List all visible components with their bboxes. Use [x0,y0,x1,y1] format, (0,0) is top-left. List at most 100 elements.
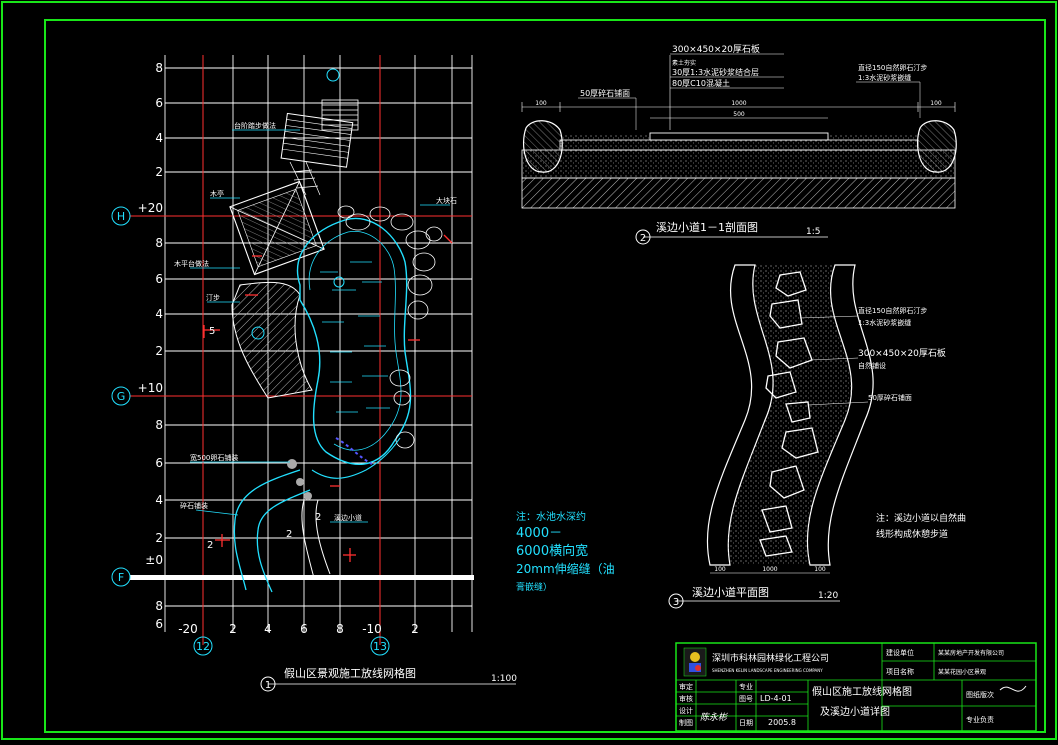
drawing-date: 2005.8 [768,718,796,727]
col-label: 8 [336,622,344,636]
svg-text:审核: 审核 [679,694,693,703]
row-label: 2 [155,344,163,358]
callout-rock: 大块石 [436,196,457,205]
trail-plan-detail: 直径150自然卵石汀步 1:3水泥砂浆嵌缝 300×450×20厚石板 自然铺设… [668,264,966,609]
section-title: 溪边小道1－1剖面图 [656,220,758,234]
svg-text:制图: 制图 [679,718,693,727]
svg-text:1: 1 [265,680,271,691]
stair-down [289,161,321,196]
stream-edge-1 [233,469,301,591]
svg-text:SHENZHEN KELIN LANDSCAPE ENGIN: SHENZHEN KELIN LANDSCAPE ENGINEERING COM… [712,668,823,673]
row-label: 6 [155,617,163,631]
col-label: 2 [411,622,419,636]
svg-text:专业负责: 专业负责 [966,715,994,724]
callout-trail: 溪边小道 [334,513,362,522]
row-label: +10 [138,381,163,395]
title-block: 深圳市科林园林绿化工程公司 SHENZHEN KELIN LANDSCAPE E… [675,642,1037,732]
svg-text:专业: 专业 [739,682,753,691]
svg-text:2: 2 [640,233,646,244]
grid-ref-f: F [111,567,131,587]
drawing-title-2: 及溪边小道详图 [820,705,890,718]
svg-text:直径150自然卵石汀步: 直径150自然卵石汀步 [858,306,927,315]
stepping-stones [287,459,312,500]
grid-ref-h: H [111,206,131,226]
stream-edge-2 [256,489,311,593]
row-label: 8 [155,61,163,75]
grid-ref-g: G [111,386,131,406]
svg-text:80厚C10混凝土: 80厚C10混凝土 [672,78,730,88]
col-label: 2 [229,622,237,636]
row-label: 8 [155,418,163,432]
stair-steps [321,99,359,131]
row-label: ±0 [145,553,163,567]
svg-text:素土夯实: 素土夯实 [672,59,696,67]
svg-text:6000横向宽: 6000横向宽 [516,543,588,559]
company-name: 深圳市科林园林绿化工程公司 [712,652,829,664]
plan-title-block: 1 假山区景观施工放线网格图 1:100 [260,666,517,692]
svg-text:13: 13 [373,640,387,653]
svg-text:100: 100 [535,100,547,107]
svg-text:500: 500 [733,111,745,118]
row-label: 4 [155,493,163,507]
svg-text:5: 5 [209,326,215,337]
svg-text:某某花园小区景观: 某某花园小区景观 [938,668,986,676]
plan-features [203,68,453,593]
svg-text:线形构成休憩步道: 线形构成休憩步道 [876,528,948,540]
callout-platform: 木平台做法 [174,259,209,268]
svg-text:自然铺设: 自然铺设 [858,361,886,370]
callout-gravel: 碎石铺装 [180,501,208,510]
row-label: 8 [155,599,163,613]
svg-text:1:3水泥砂浆嵌缝: 1:3水泥砂浆嵌缝 [858,318,911,327]
drawing-number: LD-4-01 [760,694,792,703]
svg-text:日期: 日期 [739,719,753,727]
wood-platform [231,281,313,399]
svg-text:审定: 审定 [679,682,693,691]
row-label: 4 [155,307,163,321]
water-hatch [320,261,390,413]
svg-text:图纸版次: 图纸版次 [966,690,994,699]
water-note: 注：水池水深约 4000－ 6000横向宽 20mm伸缩缝（油 膏嵌缝） [516,510,615,593]
col-label: 6 [300,622,308,636]
svg-text:F: F [118,571,124,584]
row-label: 4 [155,131,163,145]
svg-text:G: G [117,390,126,403]
callout-stepping: 汀步 [206,294,220,302]
svg-text:1000: 1000 [731,100,746,107]
drawing-title-1: 假山区施工放线网格图 [812,685,912,698]
pavilion-roof [229,180,325,276]
section-detail: 300×450×20厚石板 30厚1:3水泥砂浆结合层 80厚C10混凝土 素土… [521,43,957,245]
svg-text:2: 2 [286,529,292,540]
svg-text:H: H [117,210,125,223]
section-scale: 1:5 [806,227,820,237]
row-label: 8 [155,236,163,250]
svg-text:4000－: 4000－ [516,526,562,541]
plan-title: 假山区景观施工放线网格图 [284,666,416,680]
svg-text:50厚碎石铺面: 50厚碎石铺面 [580,88,630,98]
callout-stairs: 台阶踏步做法 [234,121,276,130]
svg-text:2: 2 [207,540,213,551]
svg-text:1:3水泥砂浆嵌缝: 1:3水泥砂浆嵌缝 [858,73,911,82]
svg-text:3: 3 [673,597,679,608]
trail-plan-scale: 1:20 [818,591,838,601]
svg-text:项目名称: 项目名称 [886,667,914,676]
stone-slabs [759,271,819,557]
svg-text:100: 100 [814,566,826,573]
col-label: -20 [178,622,198,636]
svg-text:20mm伸缩缝（油: 20mm伸缩缝（油 [516,561,615,576]
row-label: 6 [155,456,163,470]
pond-outline [296,217,412,465]
plan-notes: 5 2 2 2 [207,326,321,551]
inner-frame [44,19,1046,733]
svg-text:12: 12 [196,640,210,653]
grid-ref-13: 13 [370,636,390,656]
svg-text:设计: 设计 [679,706,693,715]
plan-callouts: 台阶踏步做法 木亭 木平台做法 大块石 汀步 碎石铺装 溪边小道 宽500卵石铺… [174,121,457,523]
row-label: 2 [155,531,163,545]
svg-text:300×450×20厚石板: 300×450×20厚石板 [858,347,946,359]
svg-text:50厚碎石铺面: 50厚碎石铺面 [868,393,912,402]
row-label: +20 [138,201,163,215]
